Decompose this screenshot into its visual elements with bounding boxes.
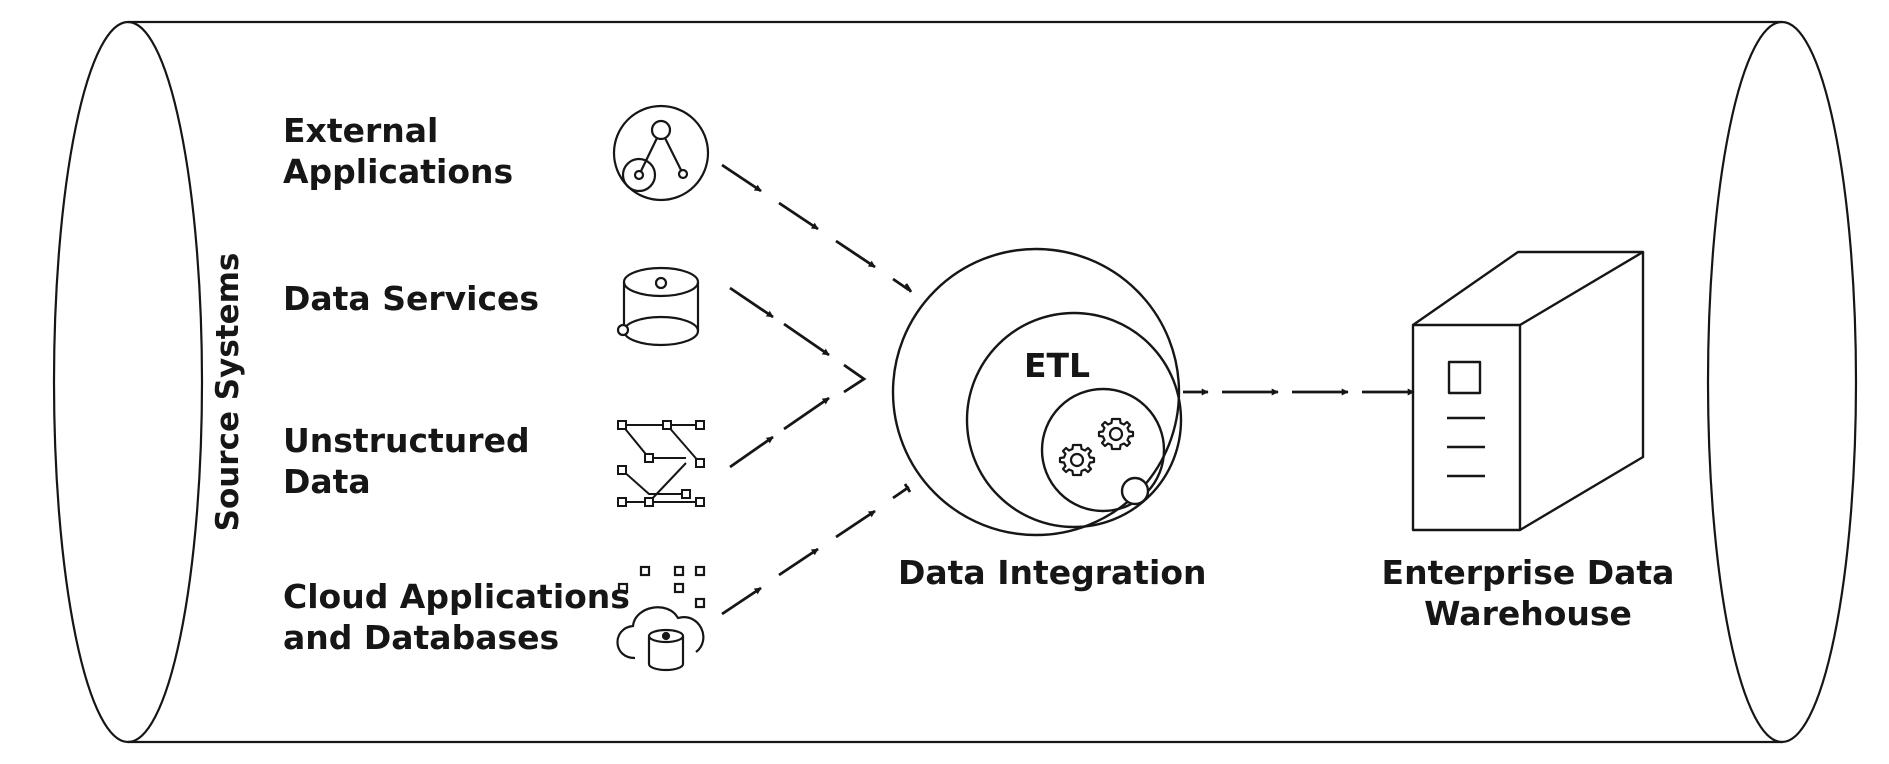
cloud-database-icon <box>616 565 706 672</box>
database-cylinder-icon <box>616 266 700 347</box>
gears-icon <box>1058 417 1135 477</box>
data-integration-label: Data Integration <box>898 553 1207 592</box>
server-tower-icon <box>1411 250 1645 532</box>
source-label-data-services: Data Services <box>283 279 540 318</box>
data-integration-icon <box>891 247 1183 537</box>
flow-arrows-in <box>721 163 913 616</box>
pipe-cylinder <box>52 20 1858 744</box>
hub-network-icon <box>612 104 710 202</box>
etl-label: ETL <box>1024 346 1091 385</box>
scattered-nodes-icon <box>617 420 705 507</box>
